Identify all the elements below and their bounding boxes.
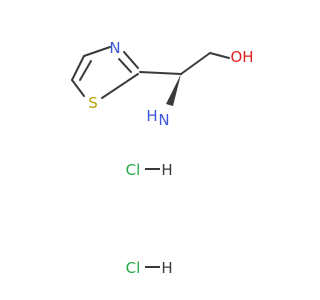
atom-label-hcl-1-h: H <box>161 161 172 179</box>
bond-c2-n3-inner <box>118 58 132 73</box>
thiazole-ring <box>71 46 230 99</box>
bond-c2-n3 <box>123 51 139 69</box>
bond-ch2-o <box>209 52 230 59</box>
atom-label-oh: OH <box>230 48 253 66</box>
atom-label-s-ring: S <box>88 94 98 112</box>
bond-c4-c5-inner <box>79 60 92 81</box>
structure-drawing: N S OH H N Cl H Cl H <box>71 39 254 277</box>
bond-c2-calpha <box>139 71 182 75</box>
bond-n3-c4 <box>83 46 111 57</box>
bond-c5-s1 <box>71 79 85 97</box>
atom-label-hcl-2-h: H <box>161 259 172 277</box>
bond-calpha-ch2 <box>180 52 211 75</box>
atom-label-hcl-2-cl: Cl <box>126 259 141 277</box>
wedge-bond-calpha-n <box>166 74 181 106</box>
atom-label-n-ring: N <box>109 39 120 57</box>
bond-s1-c2 <box>101 73 139 99</box>
atom-label-amino-n: N <box>158 111 169 129</box>
atom-label-hcl-1-cl: Cl <box>126 161 141 179</box>
atom-label-amino-h: H <box>146 107 157 125</box>
bond-c4-c5 <box>71 55 85 81</box>
molecule-canvas: N S OH H N Cl H Cl H <box>71 39 254 277</box>
